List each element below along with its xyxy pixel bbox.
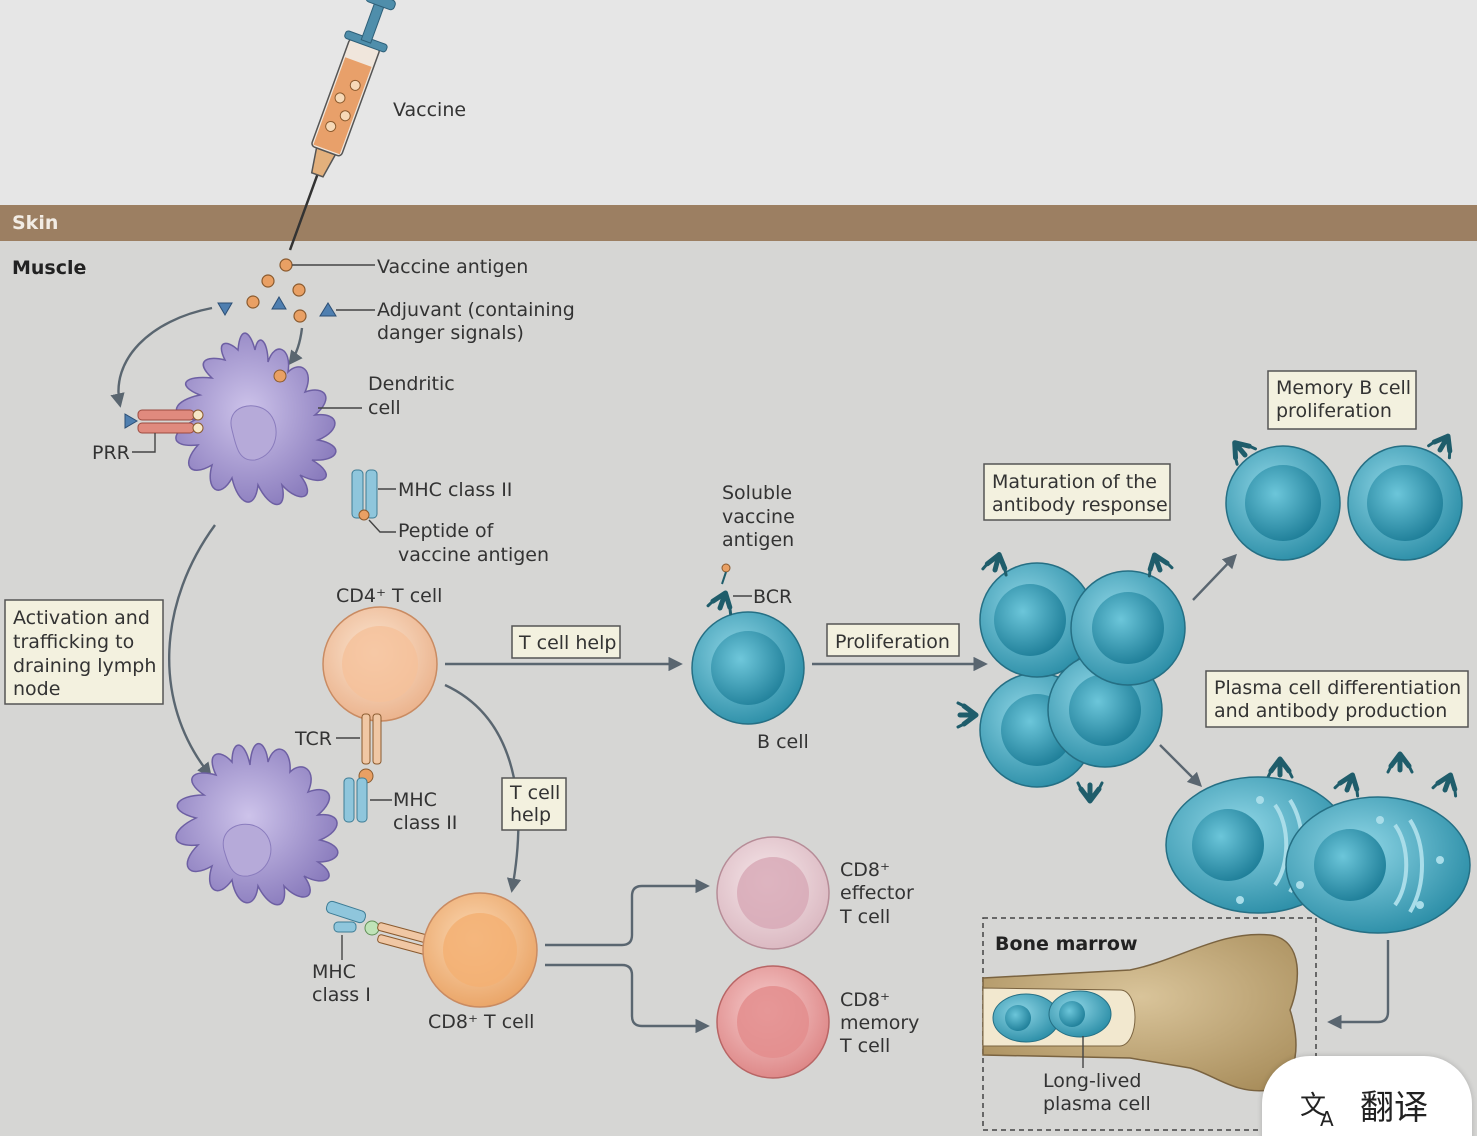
tcell-help-box-vertical xyxy=(501,777,567,831)
activation-line4: node xyxy=(13,678,60,700)
proliferation-label: Proliferation xyxy=(835,631,950,653)
bone-marrow-title: Bone marrow xyxy=(995,933,1138,955)
cd4-t-cell xyxy=(322,606,438,722)
dendritic-label-line2: cell xyxy=(368,397,401,419)
soluble-line2: vaccine xyxy=(722,506,795,528)
activation-line1: Activation and xyxy=(13,607,150,629)
svg-text:文: 文 xyxy=(1300,1091,1326,1121)
svg-text:A: A xyxy=(1320,1107,1334,1128)
vaccine-label: Vaccine xyxy=(393,99,466,121)
mhc-ii-bottom-line2: class II xyxy=(393,812,457,834)
peptide-label-line1: Peptide of xyxy=(398,520,495,542)
skin-layer xyxy=(0,205,1477,241)
translate-icon: 文 A xyxy=(1300,1091,1334,1128)
bcr-label: BCR xyxy=(753,586,792,608)
plasma-line1: Plasma cell differentiation xyxy=(1214,677,1461,699)
cd8-memory-line2: memory xyxy=(840,1012,919,1034)
mhc-i-line2: class I xyxy=(312,984,371,1006)
cd8-t-cell xyxy=(422,892,538,1008)
soluble-line3: antigen xyxy=(722,529,794,551)
peptide-label-line2: vaccine antigen xyxy=(398,544,549,566)
proliferation-box xyxy=(826,623,960,657)
soluble-line1: Soluble xyxy=(722,482,792,504)
plasma-line2: and antibody production xyxy=(1214,700,1447,722)
tcell-help-vertical-line1: T cell xyxy=(509,782,560,804)
maturation-box xyxy=(983,463,1171,521)
maturation-line2: antibody response xyxy=(992,494,1168,516)
mhc-ii-bottom-line1: MHC xyxy=(393,789,437,811)
syringe-icon xyxy=(288,0,396,251)
maturation-line1: Maturation of the xyxy=(992,471,1157,493)
cd8-effector-line2: effector xyxy=(840,882,914,904)
cd8-memory-line3: T cell xyxy=(839,1035,890,1057)
prr-label: PRR xyxy=(92,442,130,464)
mhc-class-ii-top-label: MHC class II xyxy=(398,479,512,501)
tcr-label: TCR xyxy=(294,728,332,750)
dendritic-cell-bottom xyxy=(175,742,339,906)
long-lived-line1: Long-lived xyxy=(1043,1070,1141,1092)
dendritic-cell-top xyxy=(175,332,337,506)
plasma-box xyxy=(1205,670,1469,728)
long-lived-line2: plasma cell xyxy=(1043,1093,1151,1115)
tcell-help-horizontal-label: T cell help xyxy=(518,632,616,654)
tcell-help-box-horizontal xyxy=(511,625,621,659)
cd8-label: CD8⁺ T cell xyxy=(428,1011,534,1033)
tcell-help-vertical-line2: help xyxy=(510,804,551,826)
activation-line3: draining lymph xyxy=(13,655,156,677)
tcr-mhc-ii-complex xyxy=(343,713,382,823)
b-cell xyxy=(691,563,805,725)
cd8-effector-line1: CD8⁺ xyxy=(840,859,890,881)
bcell-label: B cell xyxy=(757,731,809,753)
translate-label: 翻译 xyxy=(1360,1088,1428,1128)
vaccine-antigen-label: Vaccine antigen xyxy=(377,256,528,278)
mhc-i-line1: MHC xyxy=(312,961,356,983)
activation-line2: trafficking to xyxy=(13,631,134,653)
memory-b-box xyxy=(1267,370,1417,430)
muscle-label: Muscle xyxy=(12,257,86,279)
bone-illustration xyxy=(982,933,1299,1092)
prr-receptor xyxy=(124,409,204,434)
cd8-effector-t-cell xyxy=(716,836,830,950)
adjuvant-label-line1: Adjuvant (containing xyxy=(377,299,575,321)
b-cell-cluster xyxy=(958,551,1186,801)
cd8-memory-line1: CD8⁺ xyxy=(840,989,890,1011)
vaccine-antigen-particles xyxy=(246,258,307,323)
activation-box xyxy=(4,599,164,705)
dendritic-label-line1: Dendritic xyxy=(368,373,455,395)
cd8-memory-t-cell xyxy=(716,965,830,1079)
mhc-class-ii-top xyxy=(351,469,378,521)
air-background xyxy=(0,0,1477,205)
cd8-effector-line3: T cell xyxy=(839,906,890,928)
memory-b-line2: proliferation xyxy=(1276,400,1392,422)
adjuvant-triangles xyxy=(217,296,337,317)
skin-label: Skin xyxy=(12,212,58,234)
plasma-cells xyxy=(1165,776,1471,934)
memory-b-line1: Memory B cell xyxy=(1276,377,1411,399)
cd4-label: CD4⁺ T cell xyxy=(336,585,442,607)
adjuvant-label-line2: danger signals) xyxy=(377,322,524,344)
memory-b-cells xyxy=(1226,430,1463,561)
translate-button[interactable]: 文 A 翻译 xyxy=(1262,1056,1472,1136)
